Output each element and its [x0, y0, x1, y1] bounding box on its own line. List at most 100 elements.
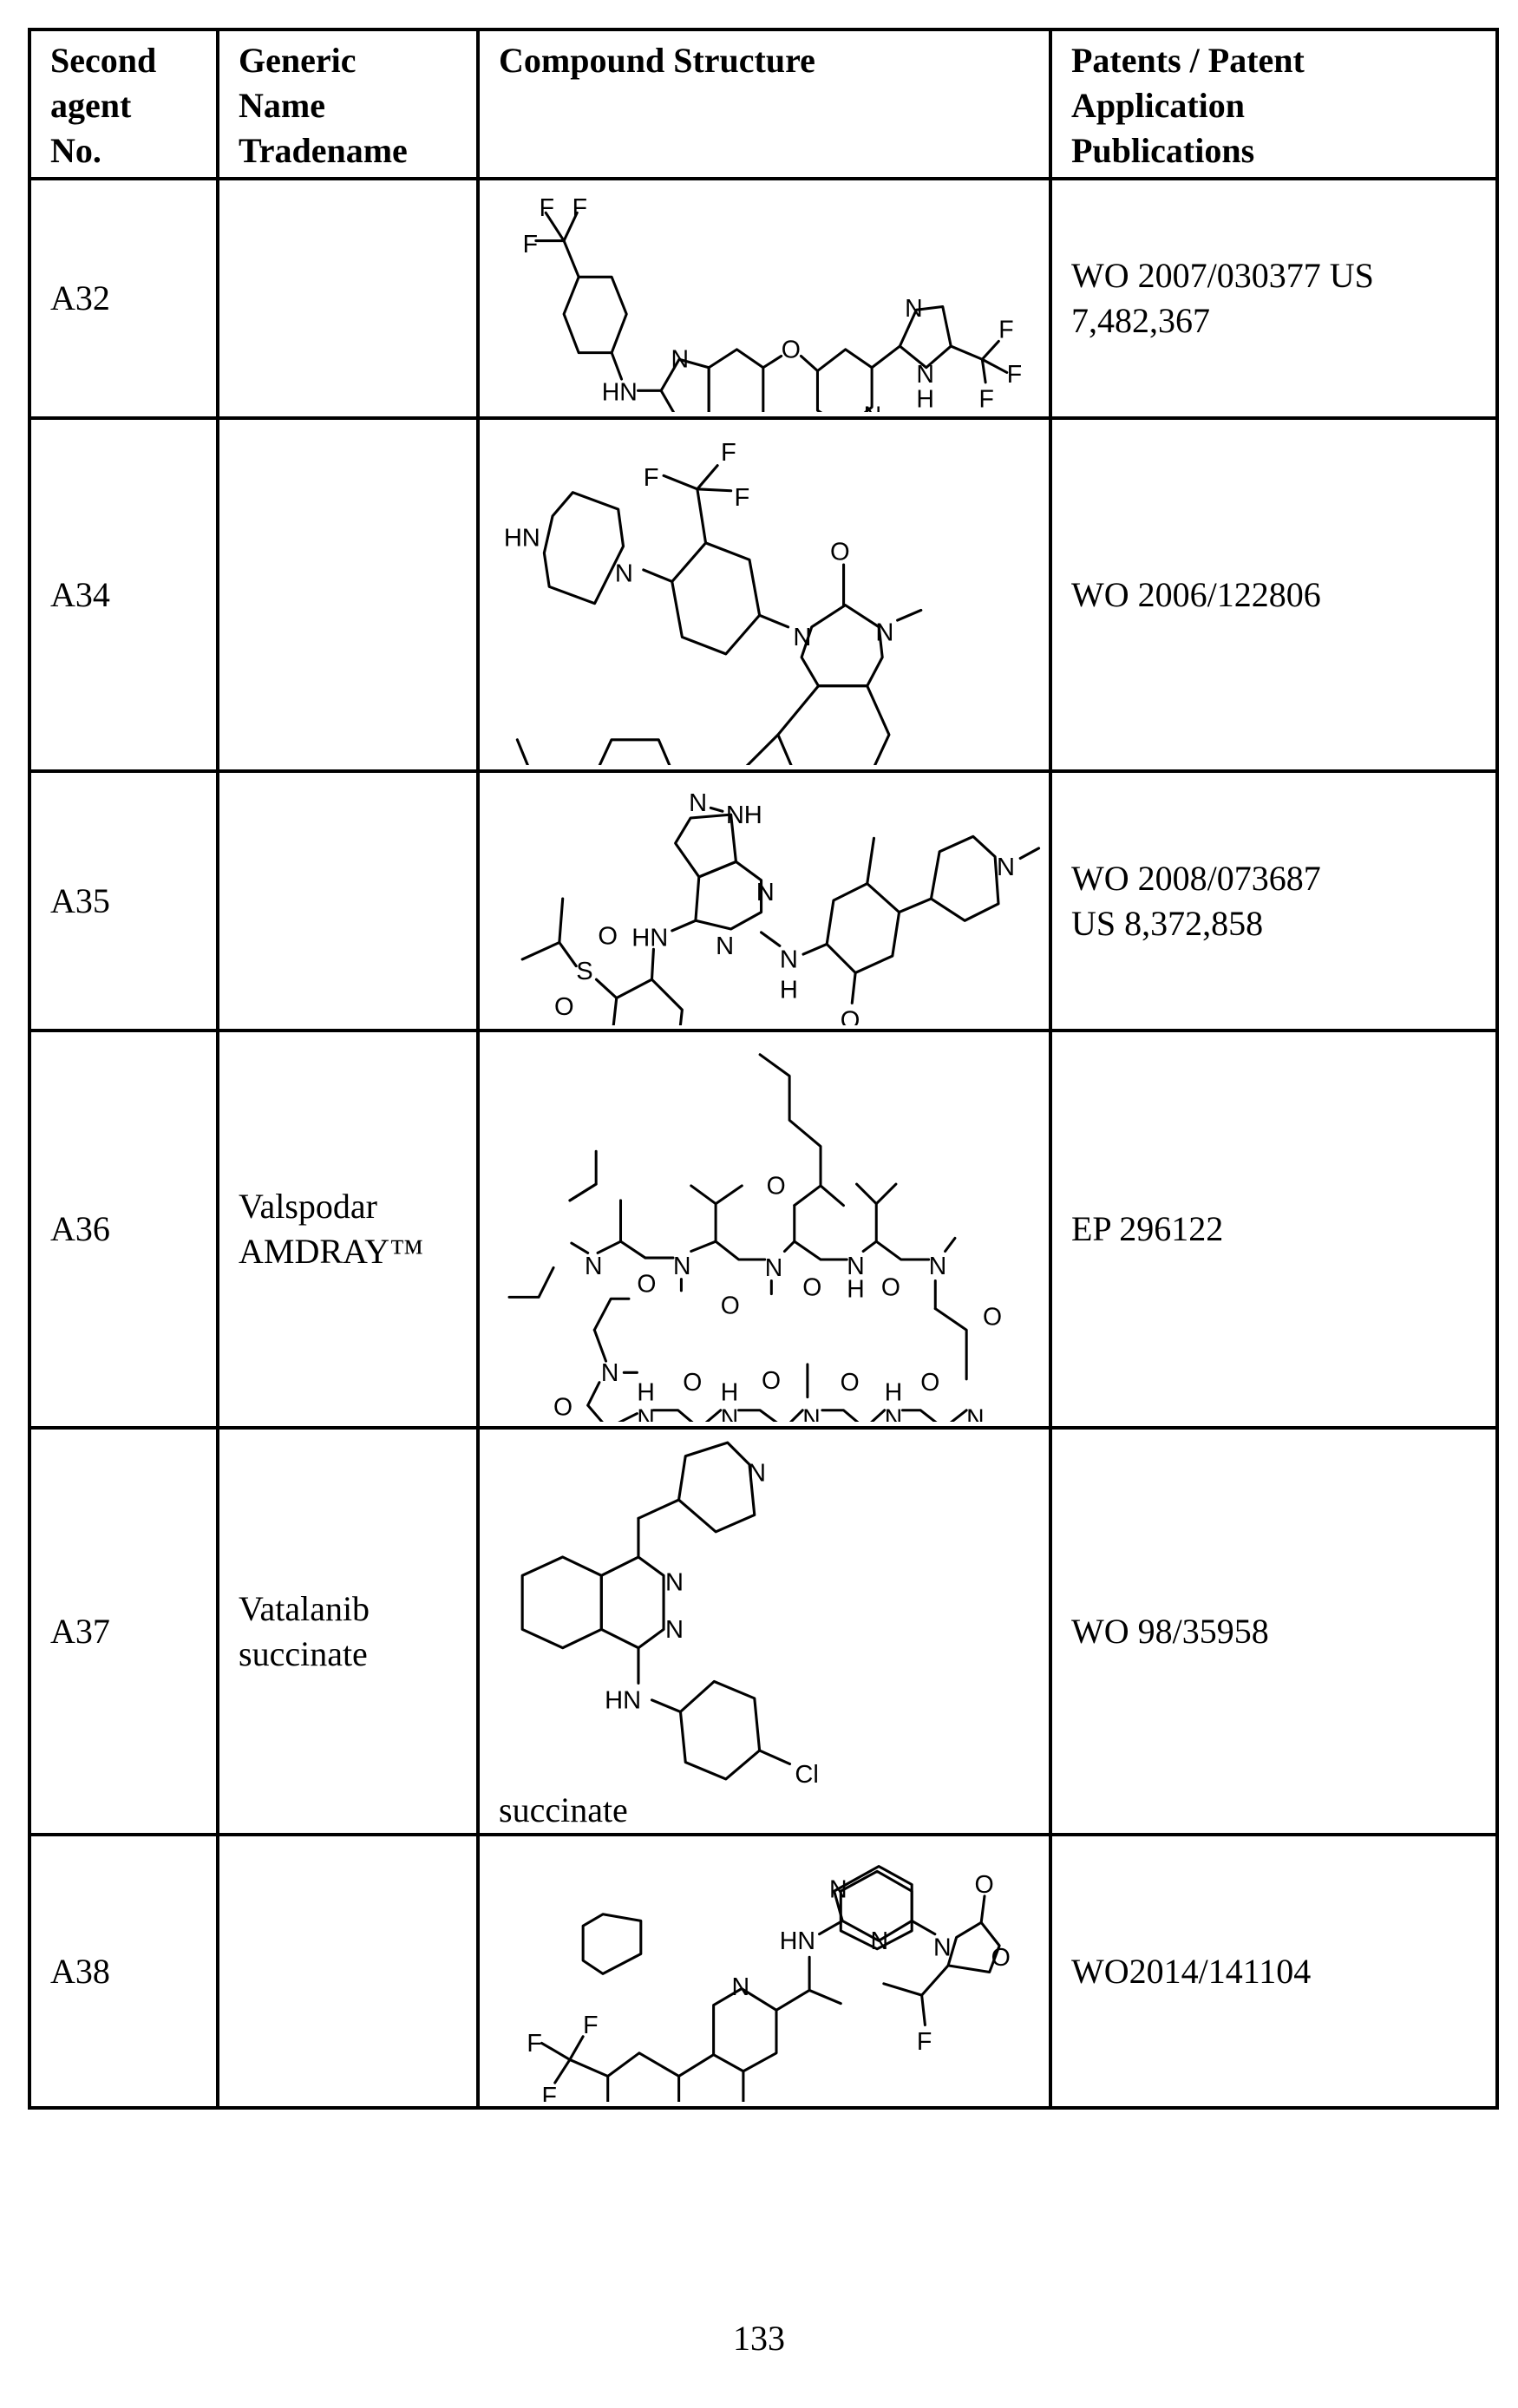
svg-text:O: O: [683, 1369, 702, 1397]
svg-text:H: H: [916, 385, 934, 412]
header-line: Generic: [239, 41, 357, 80]
svg-text:N: N: [905, 295, 923, 323]
svg-text:F: F: [523, 231, 538, 258]
generic-name: [216, 1833, 480, 2110]
patent-publications: WO 2006/122806: [1049, 416, 1499, 773]
generic-name: [216, 416, 480, 773]
svg-text:HN: HN: [605, 1687, 641, 1715]
header-line: Patents / Patent: [1071, 41, 1305, 80]
svg-text:N: N: [929, 1253, 946, 1280]
svg-text:F: F: [583, 2011, 598, 2038]
svg-text:O: O: [767, 1172, 786, 1200]
header-line: Publications: [1071, 131, 1255, 170]
svg-text:H: H: [780, 976, 798, 1004]
compound-structure: NN N O O F HN N N: [476, 1833, 1052, 2110]
patent-publications: EP 296122: [1049, 1029, 1499, 1430]
molecule-structure-icon: FFF HN NN O N NNH FFF: [523, 194, 1022, 412]
generic-name: Vatalanib succinate: [216, 1426, 480, 1836]
svg-text:N: N: [665, 1569, 684, 1597]
svg-text:F: F: [527, 2029, 541, 2057]
agent-number: A34: [28, 416, 219, 773]
svg-text:N: N: [847, 1253, 864, 1280]
agent-number: A36: [28, 1029, 219, 1430]
svg-text:HN: HN: [631, 924, 668, 952]
svg-text:H: H: [721, 1378, 738, 1406]
tradename-text: succinate: [239, 1633, 368, 1673]
svg-text:O: O: [782, 336, 801, 363]
svg-text:HN: HN: [504, 524, 540, 552]
svg-text:N: N: [875, 618, 893, 646]
svg-text:F: F: [644, 463, 659, 491]
svg-text:N: N: [966, 1405, 984, 1422]
svg-text:H: H: [847, 1275, 864, 1303]
svg-text:F: F: [542, 2082, 557, 2101]
agent-number: A35: [28, 769, 219, 1032]
header-line: Second: [50, 41, 157, 80]
molecule-structure-icon: NN N O O F HN N N: [527, 1864, 1011, 2102]
generic-name: [216, 769, 480, 1032]
header-line: No.: [50, 131, 101, 170]
svg-text:N: N: [585, 1253, 602, 1280]
compound-structure: HN N FFF N O N N O: [476, 416, 1052, 773]
generic-name: Valspodar AMDRAY™: [216, 1029, 480, 1430]
patent-line: US 8,372,858: [1071, 903, 1264, 943]
svg-text:N: N: [885, 1405, 902, 1422]
header-generic-name: Generic Name Tradename: [216, 28, 480, 180]
svg-text:F: F: [998, 317, 1013, 344]
svg-text:O: O: [637, 1271, 656, 1299]
svg-text:H: H: [637, 1378, 654, 1406]
svg-text:O: O: [553, 1393, 573, 1421]
header-line: Name: [239, 86, 325, 125]
svg-text:F: F: [540, 194, 554, 222]
svg-text:O: O: [802, 1274, 821, 1302]
svg-text:HN: HN: [602, 379, 638, 407]
svg-text:N: N: [780, 946, 798, 973]
svg-text:O: O: [975, 1871, 994, 1899]
header-line: agent: [50, 86, 132, 125]
svg-text:N: N: [756, 879, 775, 906]
svg-text:N: N: [689, 789, 707, 817]
svg-text:N: N: [802, 1405, 820, 1422]
svg-text:N: N: [671, 346, 689, 374]
patent-publications: WO2014/141104: [1049, 1833, 1499, 2110]
svg-text:O: O: [762, 1367, 781, 1395]
svg-text:N: N: [601, 1359, 618, 1387]
svg-text:N: N: [916, 361, 934, 389]
svg-text:Cl: Cl: [795, 1761, 818, 1789]
svg-text:N: N: [864, 402, 882, 412]
svg-text:F: F: [979, 385, 994, 412]
svg-text:HN: HN: [780, 1927, 815, 1954]
header-line: Tradename: [239, 131, 408, 170]
header-compound-structure: Compound Structure: [476, 28, 1052, 180]
svg-text:F: F: [735, 484, 750, 512]
svg-text:S: S: [576, 958, 592, 985]
table-row: A32 FFF HN NN O N NNH: [28, 177, 1499, 420]
generic-name-text: Valspodar: [239, 1187, 377, 1226]
agent-number: A38: [28, 1833, 219, 2110]
svg-text:N: N: [721, 1405, 738, 1422]
generic-name-text: Vatalanib: [239, 1588, 370, 1628]
svg-text:N: N: [665, 1616, 684, 1644]
tradename-text: AMDRAY™: [239, 1232, 424, 1271]
svg-text:O: O: [598, 922, 618, 950]
svg-text:F: F: [1007, 361, 1022, 389]
svg-text:N: N: [933, 1934, 952, 1961]
generic-name: [216, 177, 480, 420]
svg-text:O: O: [841, 1006, 860, 1025]
svg-text:H: H: [885, 1378, 902, 1406]
page-number: 133: [733, 2319, 785, 2358]
table-row: A34 HN N FFF N O N N O: [28, 416, 1499, 773]
molecule-structure-icon: HN N FFF N O N N O: [504, 438, 923, 765]
svg-text:O: O: [983, 1304, 1002, 1332]
svg-text:N: N: [732, 1973, 750, 2001]
molecule-structure-icon: N NN HN Cl: [520, 1441, 819, 1789]
svg-text:O: O: [991, 1943, 1011, 1971]
svg-text:N: N: [748, 1460, 766, 1488]
svg-text:N: N: [637, 1405, 654, 1422]
